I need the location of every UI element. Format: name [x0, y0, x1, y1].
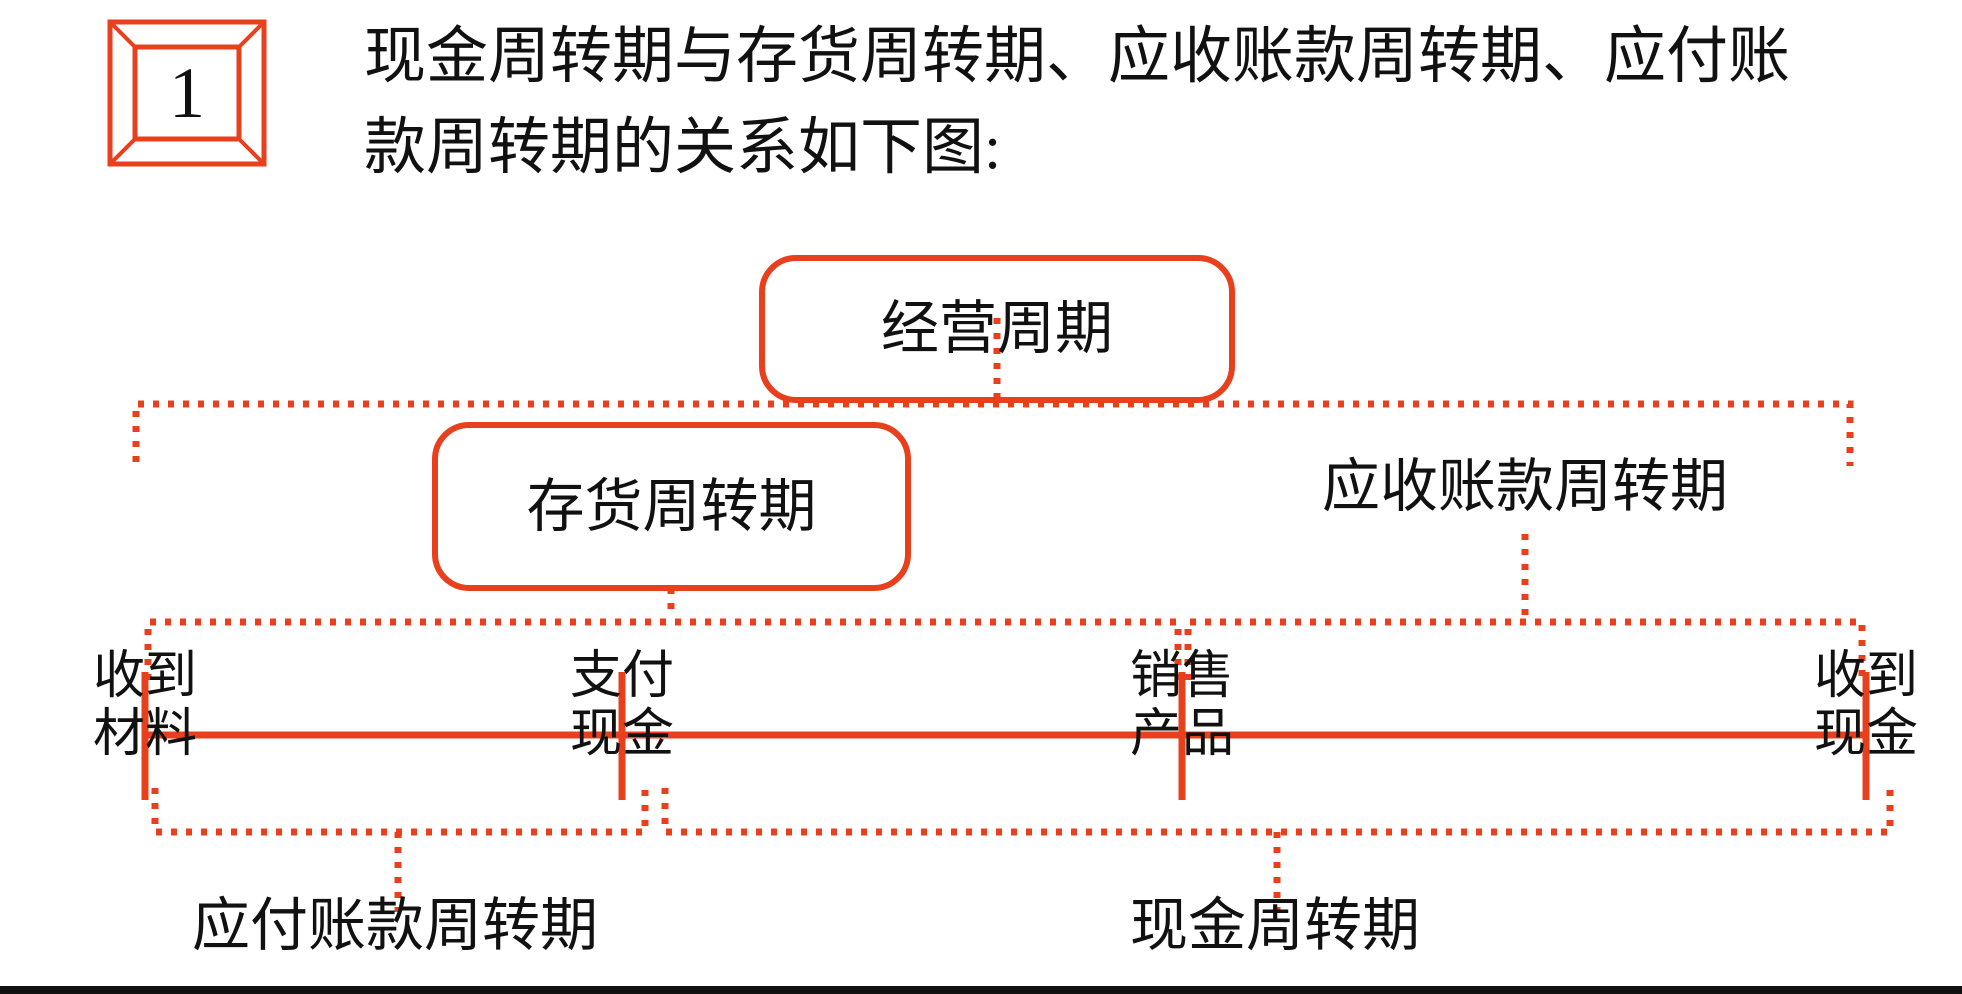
page-title-line-1: 现金周转期与存货周转期、应收账款周转期、应付账: [364, 23, 1791, 91]
event-label-top: 支付: [569, 648, 674, 705]
operating-cycle-bracket: [132, 400, 1854, 466]
page-title-line-2: 款周转期的关系如下图:: [364, 114, 1002, 182]
event-label-top: 收到: [92, 648, 197, 705]
event-label-bottom: 现金: [569, 706, 674, 763]
payable-period-bracket: [151, 788, 649, 836]
inventory-period-bracket: [144, 618, 1182, 680]
event-label-bottom: 材料: [92, 706, 197, 763]
cash-cycle-bracket: [661, 788, 1894, 836]
event-label-top: 销售: [1129, 648, 1234, 705]
event-label-bottom: 产品: [1129, 706, 1234, 763]
event-label-bottom: 现金: [1813, 706, 1918, 763]
event-label-top: 收到: [1813, 648, 1918, 705]
receivable-period-bracket: [1184, 618, 1866, 680]
cash-cycle-label: 现金周转期: [1129, 893, 1420, 958]
slide-number-text: 1: [169, 53, 205, 133]
slide-bottom-rule: [0, 986, 1962, 994]
number-badge-frame: [107, 19, 267, 167]
operating-cycle-box[interactable]: [759, 255, 1235, 403]
inventory-period-label[interactable]: 存货周转期: [526, 473, 817, 539]
operating-cycle-label[interactable]: 经营周期: [880, 296, 1113, 361]
slide-number-badge: 1: [108, 20, 266, 166]
receivable-period-label: 应收账款周转期: [1321, 454, 1728, 519]
payable-period-label: 应付账款周转期: [191, 893, 598, 958]
